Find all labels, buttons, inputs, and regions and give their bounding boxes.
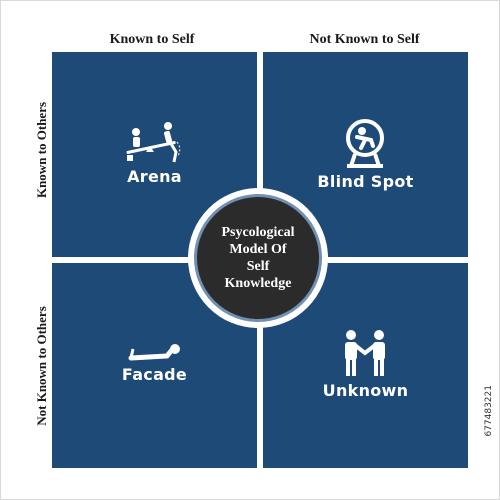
column-label-known-to-self: Known to Self [109, 32, 195, 47]
quadrant-title-facade: Facade [121, 365, 188, 384]
center-title: Psycological Model Of Self Knowledge [221, 225, 295, 291]
stock-image-id: 677483221 [484, 385, 494, 437]
quadrant-title-unknown: Unknown [322, 381, 409, 400]
row-label-not-known-to-others: Not Known to Others [34, 306, 49, 426]
quadrant-title-blind-spot: Blind Spot [317, 172, 414, 191]
handshake-icon [339, 329, 391, 382]
row-label-known-to-others: Known to Others [34, 101, 49, 199]
center-circle: Psycological Model Of Self Knowledge [194, 194, 322, 322]
lying-person-icon [127, 343, 183, 368]
center-circle-ring: Psycological Model Of Self Knowledge [188, 188, 328, 328]
hamster-wheel-icon [343, 118, 387, 175]
column-label-not-known-to-self: Not Known to Self [309, 32, 420, 47]
seesaw-icon [124, 122, 186, 173]
quadrant-title-arena: Arena [127, 167, 182, 186]
